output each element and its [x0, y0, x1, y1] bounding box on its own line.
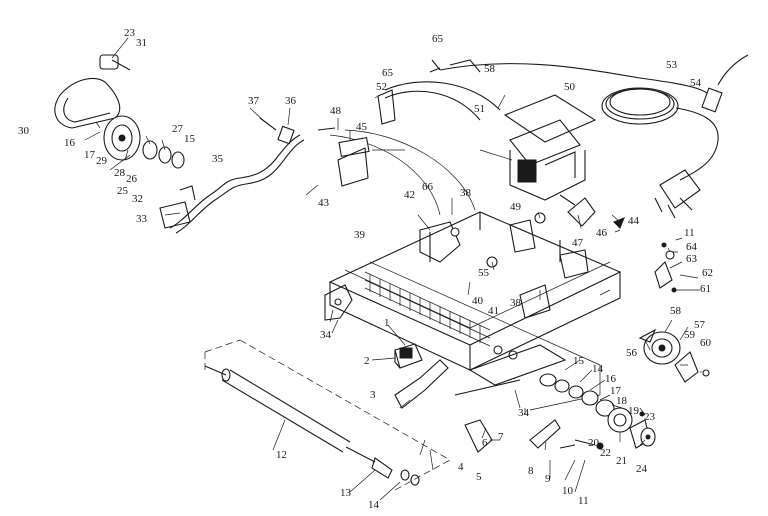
part-label: 7 [498, 431, 504, 443]
part-label: 10 [562, 485, 574, 497]
part-label: 50 [564, 81, 576, 93]
part-label: 15 [184, 133, 196, 145]
part-label: 16 [605, 373, 617, 385]
clutch-assembly [638, 242, 710, 383]
part-label: 24 [636, 463, 648, 475]
side-bracket [324, 284, 353, 321]
part-label: 55 [478, 267, 490, 279]
part-label: 25 [117, 185, 129, 197]
part-label: 54 [690, 77, 702, 89]
part-label: 58 [484, 63, 496, 75]
part-label: 49 [510, 201, 522, 213]
wiring-harness [329, 59, 501, 216]
part-label: 11 [578, 495, 589, 507]
lever-shaft [159, 117, 336, 234]
part-label: 17 [610, 385, 622, 397]
part-label: 57 [694, 319, 706, 331]
part-label: 6 [482, 437, 488, 449]
part-label: 59 [684, 329, 696, 341]
part-label: 58 [670, 305, 682, 317]
part-label: 47 [572, 237, 584, 249]
part-label: 63 [686, 253, 698, 265]
part-label: 33 [136, 213, 148, 225]
part-label: 60 [700, 337, 712, 349]
part-label: 23 [124, 27, 136, 39]
part-label: 22 [600, 447, 611, 459]
part-label: 32 [132, 193, 143, 205]
part-label: 21 [616, 455, 627, 467]
part-label: 34 [320, 329, 332, 341]
part-labels: 1 2 3 4 5 6 7 8 9 10 11 11 12 13 14 14 1… [18, 27, 713, 511]
part-label: 1 [384, 317, 390, 329]
part-label: 53 [666, 59, 678, 71]
part-label: 39 [354, 229, 366, 241]
part-label: 40 [472, 295, 484, 307]
part-label: 35 [212, 153, 224, 165]
part-label: 31 [136, 37, 147, 49]
part-label: 51 [474, 103, 485, 115]
part-label: 65 [432, 33, 444, 45]
part-label: 9 [545, 473, 551, 485]
part-label: 29 [96, 155, 108, 167]
part-label: 17 [84, 149, 96, 161]
part-label: 15 [573, 355, 585, 367]
part-label: 2 [364, 355, 370, 367]
part-label: 28 [114, 167, 126, 179]
part-label: 66 [422, 181, 434, 193]
part-label: 11 [684, 227, 695, 239]
part-label: 56 [626, 347, 638, 359]
part-label: 34 [518, 407, 530, 419]
part-label: 12 [276, 449, 287, 461]
part-label: 38 [510, 297, 522, 309]
part-label: 20 [588, 437, 600, 449]
part-label: 13 [340, 487, 352, 499]
part-label: 14 [592, 363, 604, 375]
part-label: 61 [700, 283, 711, 295]
part-label: 64 [686, 241, 698, 253]
part-label: 16 [64, 137, 76, 149]
leader-lines [84, 37, 702, 501]
part-label: 48 [330, 105, 342, 117]
part-label: 8 [528, 465, 534, 477]
arrow-icon [613, 217, 625, 229]
part-label: 46 [596, 227, 608, 239]
part-label: 42 [404, 189, 415, 201]
part-label: 37 [248, 95, 260, 107]
part-label: 44 [628, 215, 640, 227]
part-label: 43 [318, 197, 330, 209]
part-label: 52 [376, 81, 387, 93]
part-label: 62 [702, 267, 713, 279]
part-label: 65 [382, 67, 394, 79]
part-label: 30 [18, 125, 30, 137]
part-label: 3 [370, 389, 376, 401]
part-label: 23 [644, 411, 656, 423]
part-label: 5 [476, 471, 482, 483]
part-label: 45 [356, 121, 368, 133]
part-label: 19 [628, 405, 640, 417]
part-label: 26 [126, 173, 138, 185]
part-label: 38 [460, 187, 472, 199]
part-label: 18 [616, 395, 628, 407]
belt-pulley [54, 54, 185, 169]
part-label: 36 [285, 95, 297, 107]
part-label: 41 [488, 305, 499, 317]
power-cord [439, 54, 749, 219]
chassis-frame [328, 211, 622, 411]
part-label: 14 [368, 499, 380, 511]
part-label: 4 [458, 461, 464, 473]
part-label: 27 [172, 123, 184, 135]
roller-shaft [204, 339, 451, 491]
motor-assembly [479, 94, 597, 227]
